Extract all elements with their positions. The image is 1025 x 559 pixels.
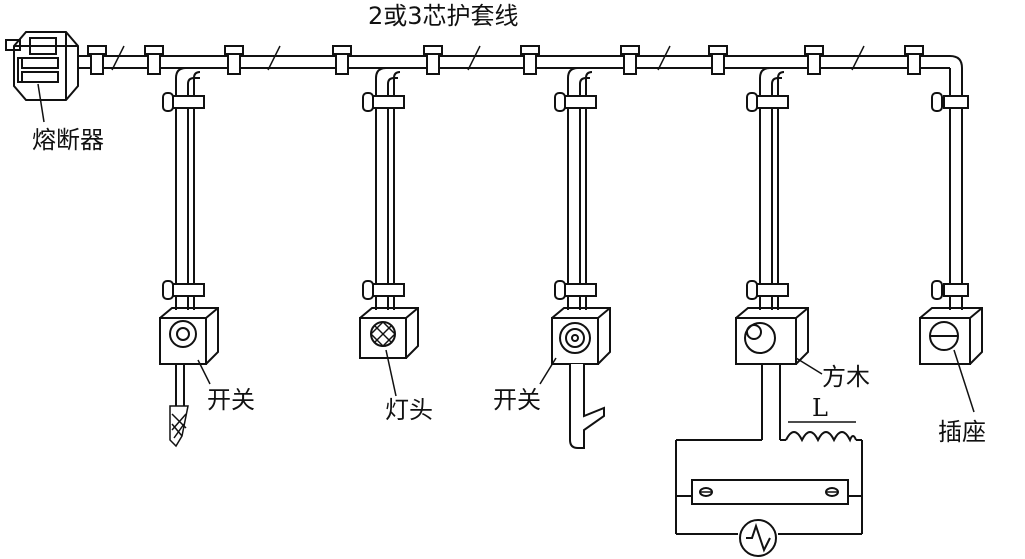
label-socket: 插座: [938, 418, 986, 446]
leader-switch-1: [197, 359, 211, 385]
cable-clip: [144, 45, 164, 75]
branch-drop-1: [162, 67, 205, 310]
starter: [739, 519, 777, 557]
leader-wood-block: [795, 357, 823, 375]
label-wood-block: 方木: [822, 363, 870, 391]
cable-clips-main: [87, 45, 924, 75]
socket-box: [919, 307, 983, 365]
branch-drop-4: [746, 67, 789, 310]
pull-chain-handle: [169, 405, 189, 448]
cable-clip: [620, 45, 640, 75]
fluorescent-circuit: [675, 364, 863, 535]
label-lamp-holder: 灯头: [385, 396, 433, 424]
label-fuse: 熔断器: [32, 126, 104, 154]
leader-switch-2: [539, 357, 557, 385]
leader-socket: [953, 349, 975, 413]
fluorescent-tube: [691, 479, 849, 505]
diagram-title: 2或3芯护套线: [368, 2, 519, 30]
cable-clip: [87, 45, 107, 75]
cable-clip: [520, 45, 540, 75]
branch-drop-2: [362, 67, 405, 310]
label-inductor: L: [812, 394, 828, 422]
branch-drop-3: [554, 67, 597, 310]
inductor-coil: [785, 421, 857, 443]
switch-box-1: [159, 307, 219, 409]
cable-clip: [904, 45, 924, 75]
cable-slash-marks: [111, 45, 865, 71]
switch-box-2: [551, 307, 611, 449]
fuse-box: [5, 31, 79, 123]
cable-clip: [804, 45, 824, 75]
cable-clip: [332, 45, 352, 75]
label-switch-2: 开关: [493, 386, 541, 414]
cable-clip: [224, 45, 244, 75]
cable-clip: [423, 45, 443, 75]
lamp-holder-box: [359, 307, 419, 359]
label-switch-1: 开关: [207, 386, 255, 414]
cable-clip: [708, 45, 728, 75]
main-cable: [72, 55, 963, 310]
leader-lamp: [385, 349, 397, 397]
branch-drop-5: [931, 92, 969, 300]
wood-block: [735, 307, 809, 365]
